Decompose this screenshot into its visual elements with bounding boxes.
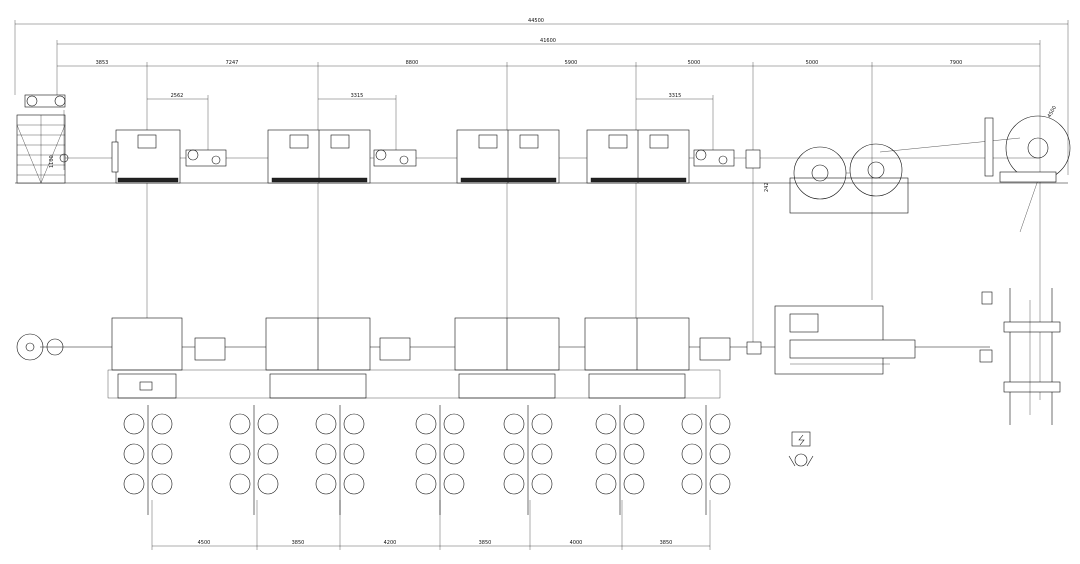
dim-bottom-3: 4200	[384, 540, 397, 546]
dim-seg-2: 7247	[226, 60, 239, 66]
plan-wheel-capstan	[774, 305, 916, 375]
dim-seg-6: 5000	[806, 60, 819, 66]
dim-seg-4: 5900	[565, 60, 578, 66]
plan-machine-4	[584, 317, 690, 399]
dim-seg-1: 3853	[96, 60, 109, 66]
dim-sub-2: 3315	[351, 93, 364, 99]
operator-station-icon	[788, 453, 814, 467]
dim-overall-total: 44500	[528, 18, 544, 24]
bobbin-group-4	[415, 405, 465, 515]
machine-4	[586, 129, 690, 184]
plan-machine-2	[265, 317, 371, 399]
dim-bottom-6: 3850	[660, 540, 673, 546]
takeup-reel: 4500	[879, 105, 1071, 233]
bobbin-group-1	[123, 405, 173, 515]
dim-sub-1: 2562	[171, 93, 184, 99]
bobbin-group-6	[595, 405, 645, 515]
capstan-units	[185, 149, 761, 169]
bobbin-group-2	[229, 405, 279, 515]
dim-sub-3: 3315	[669, 93, 682, 99]
dim-height-mark: 1100	[49, 155, 55, 168]
plan-takeup-reel	[979, 288, 1061, 425]
payoff-tower: 1100	[16, 94, 69, 184]
wheel-capstan: 242	[764, 143, 909, 214]
dim-seg-7: 7900	[950, 60, 963, 66]
dim-bottom-1: 4500	[198, 540, 211, 546]
machine-3	[456, 129, 560, 184]
plan-view	[16, 288, 1061, 425]
dim-seg-5: 5000	[688, 60, 701, 66]
machine-2	[267, 129, 371, 184]
machine-1	[111, 129, 181, 184]
dim-seg-3: 8800	[406, 60, 419, 66]
dim-overall-inner: 41600	[540, 38, 556, 44]
dim-bottom-4: 3850	[479, 540, 492, 546]
plan-machine-1	[111, 317, 183, 399]
electrical-panel-icon	[791, 431, 811, 447]
bobbin-group-7	[681, 405, 731, 515]
dim-bottom-5: 4000	[570, 540, 583, 546]
bobbin-array	[123, 405, 731, 515]
bobbin-group-5	[503, 405, 553, 515]
dim-bottom-2: 3850	[292, 540, 305, 546]
elevation-view: 1100	[15, 94, 1071, 233]
bottom-dimension-chain: 4500 3850 4200 3850 4000 3850	[151, 500, 711, 550]
bobbin-group-3	[315, 405, 365, 515]
dim-side-mark: 242	[764, 182, 770, 192]
top-dimension-chain: 44500 41600 3853 7247 8800 5900 5000 500…	[14, 18, 1069, 400]
dim-right-mark: 4500	[1047, 105, 1059, 119]
plan-machine-3	[454, 317, 560, 399]
